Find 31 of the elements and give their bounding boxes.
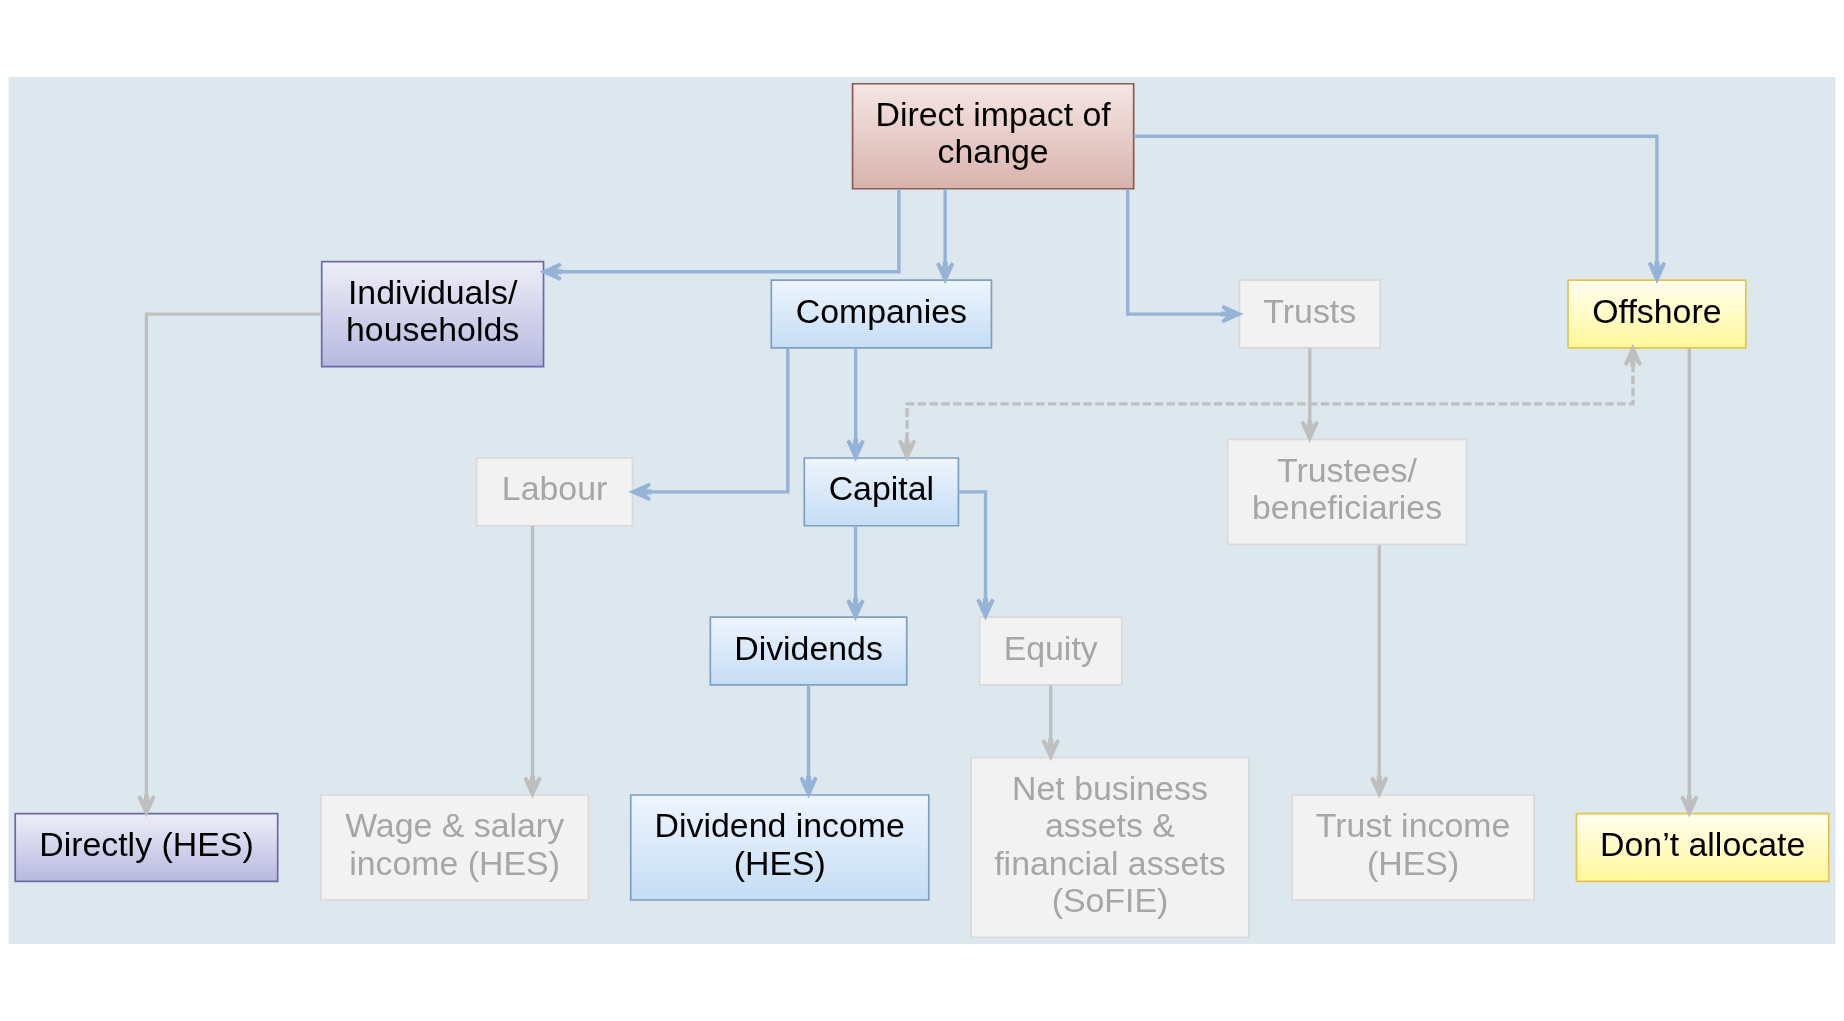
node-box: Labour xyxy=(475,457,634,527)
node-box: Dividend income (HES) xyxy=(629,794,930,901)
node-box: Offshore xyxy=(1567,279,1747,349)
arrow xyxy=(799,685,818,797)
arrow xyxy=(1126,189,1242,324)
arrow xyxy=(1133,134,1667,282)
node-box: Companies xyxy=(770,279,993,349)
arrow xyxy=(935,189,955,282)
node-box: Equity xyxy=(978,616,1123,686)
arrow xyxy=(1041,685,1060,759)
arrow xyxy=(523,526,542,797)
node-box: Directly (HES) xyxy=(14,812,279,883)
node-box: Wage & salary income (HES) xyxy=(320,794,590,901)
arrow xyxy=(631,348,790,502)
node-box: Capital xyxy=(803,457,960,527)
node-box: Trust income (HES) xyxy=(1291,794,1535,901)
node-box: Don’t allocate xyxy=(1575,812,1830,883)
arrow xyxy=(1369,545,1389,797)
node-box: Trusts xyxy=(1238,279,1381,349)
arrow xyxy=(846,348,865,460)
arrow xyxy=(897,346,1643,460)
node-box: Individuals/ households xyxy=(320,260,545,368)
arrow xyxy=(1300,348,1320,441)
arrow xyxy=(137,312,322,815)
node-box: Dividends xyxy=(709,616,908,686)
node-box: Net business assets & financial assets (SoFIE) xyxy=(970,756,1250,939)
arrow xyxy=(1680,348,1699,816)
node-box: Trustees/ beneficiaries xyxy=(1226,438,1468,546)
arrow xyxy=(542,189,901,282)
node-box: Direct impact of change xyxy=(851,82,1135,190)
arrow xyxy=(846,526,865,619)
